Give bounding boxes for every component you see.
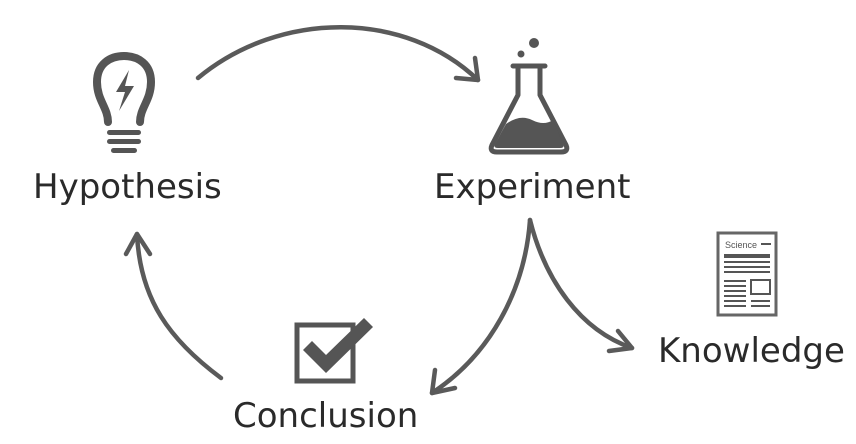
arrow-hypothesis-to-experiment [195,25,481,83]
hypothesis-label: Hypothesis [33,167,222,207]
conclusion-label: Conclusion [233,396,418,436]
arrow-conclusion-to-hypothesis [123,231,224,381]
lightbulb-icon [93,52,155,153]
paper-icon: Science [716,231,778,317]
flask-icon [488,38,570,155]
arrow-experiment-to-knowledge [527,217,635,354]
arrow-experiment-to-conclusion [429,217,533,396]
experiment-label: Experiment [434,167,630,207]
paper-title: Science [725,240,757,250]
knowledge-label: Knowledge [658,331,845,371]
checkbox-icon [294,318,373,384]
